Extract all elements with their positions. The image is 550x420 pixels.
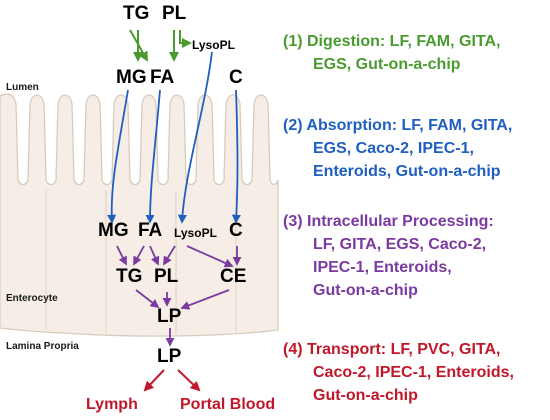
step-line: (2) Absorption: LF, FAM, GITA, [283,117,513,134]
c-lumen-label: C [229,67,243,88]
absorption-arrows [107,51,241,224]
arrow-tg-lp [135,289,160,309]
portal-blood-label: Portal Blood [180,396,276,413]
pl-cell-label: PL [154,266,179,287]
lymph-label: Lymph [86,396,138,413]
enterocyte-zone-label: Enterocyte [6,293,58,304]
arrow-fa-ce [186,245,234,268]
ce-cell-label: CE [220,266,247,287]
step-line: LF, GITA, EGS, Caco-2, [313,236,487,253]
lipid-pathway-diagram: TG PL LysoPL MG FA C MG FA LysoPL C TG P… [0,3,279,413]
pl-label: PL [162,3,187,24]
c-cell-label: C [229,220,243,241]
digestion-arrows [129,29,192,62]
arrow-lysopl-uptake [177,51,213,224]
arrow-ce-lp [180,289,230,310]
arrow-lysopl-pl [163,245,176,266]
mg-lumen-label: MG [116,67,147,88]
fa-lumen-label: FA [150,67,175,88]
arrow-mg-tg [116,245,127,266]
step-line: (4) Transport: LF, PVC, GITA, [283,341,501,358]
lamina-propria-zone-label: Lamina Propria [6,341,79,352]
step-digestion: (1) Digestion: LF, FAM, GITA, EGS, Gut-on… [283,30,500,76]
arrow-fa-pl [149,245,160,266]
step-line: Gut-on-a-chip [313,387,418,404]
arrow-lp-portal [177,369,201,392]
lumen-zone-label: Lumen [6,82,39,93]
lp-lamina-label: LP [157,346,182,367]
lysopl-cell-label: LysoPL [174,226,217,240]
step-line: (1) Digestion: LF, FAM, GITA, [283,33,501,50]
mg-cell-label: MG [98,220,129,241]
step-line: Gut-on-a-chip [313,282,418,299]
arrow-mg-uptake [107,89,129,224]
step-transport: (4) Transport: LF, PVC, GITA, Caco-2, IPE… [283,338,514,407]
lysopl-lumen-label: LysoPL [192,38,235,52]
step-line: Enteroids, Gut-on-a-chip [313,163,501,180]
transport-arrows [143,369,201,392]
step-legend: (1) Digestion: LF, FAM, GITA, EGS, Gut-on… [283,0,550,420]
step-line: Caco-2, IPEC-1, Enteroids, [313,364,514,381]
villi-epithelium [0,93,279,337]
processing-arrows [116,245,242,347]
step-line: EGS, Caco-2, IPEC-1, [313,140,474,157]
tg-label: TG [123,3,150,24]
arrow-lp-lymph [143,369,165,392]
step-line: EGS, Gut-on-a-chip [313,56,461,73]
step-line: (3) Intracellular Processing: [283,213,494,230]
arrow-fa-tg [133,245,145,266]
fa-cell-label: FA [138,220,163,241]
tg-cell-label: TG [116,266,143,287]
arrow-fa-uptake [145,89,161,224]
step-line: IPEC-1, Enteroids, [313,259,452,276]
arrow-pl-lysopl [179,30,192,48]
step-intracellular-processing: (3) Intracellular Processing: LF, GITA, E… [283,210,494,302]
lp-cell-label: LP [157,306,182,327]
step-absorption: (2) Absorption: LF, FAM, GITA, EGS, Caco-… [283,114,512,183]
arrow-c-uptake [231,89,241,224]
pathway-graphics [0,29,279,392]
